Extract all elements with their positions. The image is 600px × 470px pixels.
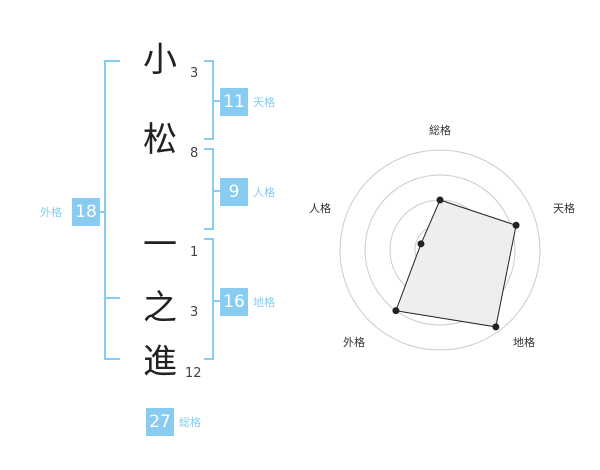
name-char-5: 進 [143, 342, 177, 382]
tenkaku-badge: 11 [220, 88, 248, 116]
radar-point-2 [492, 323, 500, 331]
radar-label-tenkaku: 天格 [553, 201, 575, 215]
stroke-count-5: 12 [185, 366, 202, 381]
jinkaku-connector [214, 190, 220, 192]
name-char-1: 小 [143, 40, 177, 80]
radar-label-soukaku: 総格 [429, 123, 451, 137]
radar-point-4 [417, 240, 425, 248]
gaikaku-bracket-bottom [104, 358, 120, 360]
radar-point-3 [392, 307, 400, 315]
name-char-3: 一 [143, 225, 177, 265]
gaikaku-bracket-middle [104, 297, 120, 299]
name-char-4: 之 [143, 288, 177, 328]
chikaku-badge: 16 [220, 288, 248, 316]
stroke-count-1: 3 [190, 66, 199, 81]
radar-label-gaikaku: 外格 [343, 335, 365, 349]
chikaku-bracket-bottom [204, 358, 214, 360]
radar-chart: 総格 天格 地格 外格 人格 [290, 100, 590, 400]
radar-point-1 [512, 221, 520, 229]
radar-label-chikaku: 地格 [513, 335, 535, 349]
tenkaku-bracket-bottom [204, 138, 214, 140]
gaikaku-connector [100, 211, 106, 213]
jinkaku-bracket-bottom [204, 228, 214, 230]
radar-point-0 [436, 196, 444, 204]
tenkaku-connector [214, 100, 220, 102]
radar-area [395, 199, 517, 328]
gaikaku-badge: 18 [72, 198, 100, 226]
jinkaku-bracket-top [204, 148, 214, 150]
stroke-count-2: 8 [190, 146, 199, 161]
chikaku-bracket-vertical [212, 238, 214, 360]
tenkaku-bracket-top [204, 60, 214, 62]
radar-label-jinkaku: 人格 [309, 201, 331, 215]
radar-ring-3 [364, 174, 516, 326]
gaikaku-label: 外格 [40, 206, 62, 219]
chikaku-connector [214, 300, 220, 302]
radar-points [392, 196, 520, 331]
stroke-count-3: 1 [190, 245, 199, 260]
jinkaku-badge: 9 [220, 178, 248, 206]
jinkaku-label: 人格 [253, 186, 275, 199]
chikaku-label: 地格 [253, 296, 275, 309]
soukaku-badge: 27 [146, 408, 174, 436]
chikaku-bracket-top [204, 238, 214, 240]
jinkaku-bracket-vertical [212, 148, 214, 230]
tenkaku-label: 天格 [253, 96, 275, 109]
stroke-count-4: 3 [190, 305, 199, 320]
gaikaku-bracket-top [104, 60, 120, 62]
radar-svg: 総格 天格 地格 外格 人格 [309, 123, 575, 351]
tenkaku-bracket-vertical [212, 60, 214, 140]
soukaku-label: 総格 [179, 416, 201, 429]
gaikaku-bracket-vertical [104, 60, 106, 360]
radar-ring-4 [339, 149, 541, 351]
name-char-2: 松 [143, 120, 177, 160]
